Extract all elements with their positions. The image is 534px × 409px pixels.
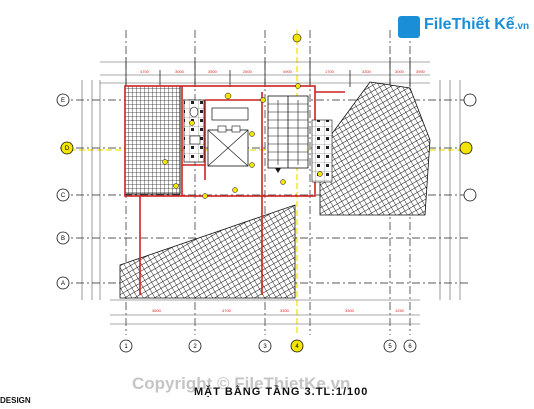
axis-left-5: A [61, 281, 65, 287]
dim-top-9: 3950 [416, 69, 426, 74]
top-dimension-labels: 4700 3000 3500 2600 4900 1700 3300 3000 … [140, 69, 426, 74]
roof-area-bottom [119, 204, 296, 299]
balcony-floor [311, 119, 333, 183]
staircase [267, 95, 309, 173]
dim-bottom-2: 4700 [222, 308, 232, 313]
dim-top-3: 3500 [208, 69, 218, 74]
dim-top-7: 3300 [362, 69, 372, 74]
filethietke-logo: FileThiết Kế.vn [398, 14, 529, 40]
axis-bottom-5: 5 [388, 344, 392, 350]
axis-bottom-4: 4 [295, 344, 299, 350]
axis-bottom-2: 2 [193, 344, 197, 350]
logo-brand: Thiết Kế [451, 16, 515, 33]
axis-left-1: E [61, 98, 65, 104]
bottom-dimension-labels: 3600 4700 3300 3300 1250 [152, 308, 405, 313]
axis-bottom-1: 1 [124, 344, 128, 350]
axis-bottom-6: 6 [408, 344, 412, 350]
logo-main: File [424, 16, 452, 33]
dim-top-2: 3000 [175, 69, 185, 74]
axis-left-2: D [65, 146, 70, 152]
light-fixtures [162, 83, 323, 199]
dim-bottom-5: 1250 [395, 308, 405, 313]
building-walls [124, 85, 345, 295]
left-axis-bubbles: E D C B A [56, 93, 74, 290]
dim-top-5: 4900 [283, 69, 293, 74]
bathroom [183, 99, 205, 163]
roof-area-right [319, 81, 431, 216]
logo-icon [398, 16, 420, 38]
dim-bottom-1: 3600 [152, 308, 162, 313]
dim-top-1: 4700 [140, 69, 150, 74]
dim-top-4: 2600 [243, 69, 253, 74]
dim-top-6: 1700 [325, 69, 335, 74]
axis-left-3: C [61, 193, 66, 199]
logo-suffix: .vn [514, 21, 530, 32]
top-axis-markers [292, 33, 302, 43]
right-dimension-ruler [439, 80, 461, 300]
tiled-terrace [124, 85, 181, 195]
top-dimension-ticks [125, 58, 411, 87]
bottom-dimension-ruler [110, 299, 420, 325]
bedroom [207, 107, 249, 167]
drawing-title: MẶT BẰNG TẦNG 3.TL:1/100 [194, 386, 369, 398]
design-label: DESIGN [0, 396, 31, 405]
left-dimension-ruler [81, 80, 101, 300]
axis-left-4: B [61, 236, 65, 242]
right-axis-bubbles [459, 93, 477, 202]
axis-bottom-3: 3 [263, 344, 267, 350]
dim-bottom-3: 3300 [280, 308, 290, 313]
bottom-axis-bubbles: 1 2 3 4 5 6 [119, 339, 417, 353]
copyright-watermark: Copyright © FileThietKe.vn [132, 374, 351, 393]
dim-top-8: 3000 [395, 69, 405, 74]
dim-bottom-4: 3300 [345, 308, 355, 313]
